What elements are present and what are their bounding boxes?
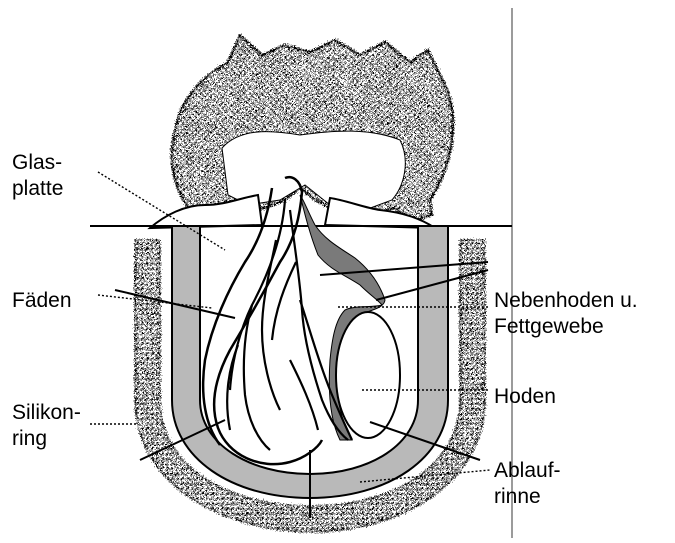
label-silikonring-line1: Silikon- [12, 400, 81, 426]
label-nebenhoden: Nebenhoden u. Fettgewebe [494, 288, 638, 340]
label-silikonring-line2: ring [12, 426, 81, 452]
tissue-mass [172, 35, 453, 222]
label-ablaufrinne-line2: rinne [494, 484, 561, 510]
testis [336, 312, 400, 438]
label-glasplatte: Glas- platte [12, 150, 63, 202]
label-ablaufrinne: Ablauf- rinne [494, 458, 561, 510]
label-ablaufrinne-line1: Ablauf- [494, 458, 561, 484]
label-faeden: Fäden [12, 288, 72, 314]
label-glasplatte-line2: platte [12, 176, 63, 202]
label-hoden: Hoden [494, 384, 556, 410]
label-nebenhoden-line1: Nebenhoden u. [494, 288, 638, 314]
label-nebenhoden-line2: Fettgewebe [494, 314, 638, 340]
label-silikonring: Silikon- ring [12, 400, 81, 452]
label-glasplatte-line1: Glas- [12, 150, 63, 176]
